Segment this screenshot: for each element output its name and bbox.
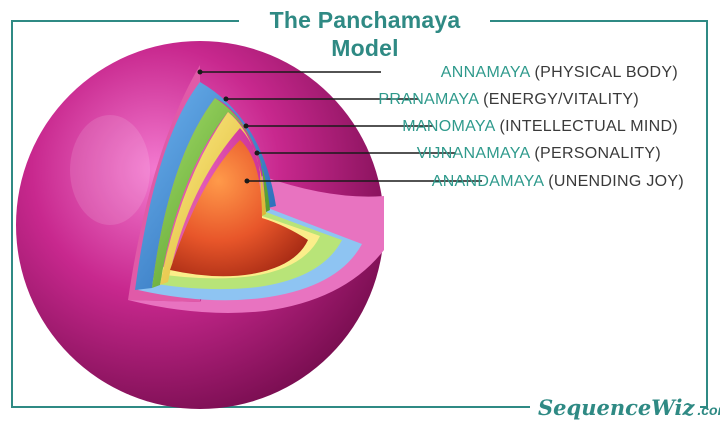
border-frame xyxy=(11,20,708,408)
label-annamaya: ANNAMAYA (PHYSICAL BODY) xyxy=(441,63,678,83)
anandamaya-core xyxy=(170,140,308,277)
layer-name: PRANAMAYA xyxy=(378,91,479,108)
layer-desc: (PHYSICAL BODY) xyxy=(534,64,678,81)
label-pranamaya: PRANAMAYA (ENERGY/VITALITY) xyxy=(378,90,639,110)
leader-dot-vijnanamaya xyxy=(254,150,260,156)
shell-blue xyxy=(135,82,276,290)
layer-desc: (INTELLECTUAL MIND) xyxy=(499,118,678,135)
frame-top-right xyxy=(490,20,708,22)
leader-dot-anandamaya xyxy=(244,178,250,184)
label-anandamaya: ANANDAMAYA (UNENDING JOY) xyxy=(432,172,684,192)
layer-desc: (PERSONALITY) xyxy=(534,145,661,162)
page-title: The Panchamaya Model xyxy=(240,6,490,62)
layer-desc: (ENERGY/VITALITY) xyxy=(483,91,639,108)
shell-yellow xyxy=(160,112,266,285)
layer-name: ANANDAMAYA xyxy=(431,173,544,190)
layer-name: ANNAMAYA xyxy=(440,64,530,81)
label-manomaya: MANOMAYA (INTELLECTUAL MIND) xyxy=(402,117,678,137)
layer-desc: (UNENDING JOY) xyxy=(548,173,684,190)
leader-dot-pranamaya xyxy=(223,96,229,102)
sequencewiz-logo: SequenceWiz.com xyxy=(530,393,720,425)
sphere-highlight xyxy=(70,115,150,225)
logo-brand: SequenceWiz.com xyxy=(538,395,720,420)
shell-green xyxy=(152,98,270,288)
layer-name: VIJNANAMAYA xyxy=(416,145,530,162)
label-vijnanamaya: VIJNANAMAYA (PERSONALITY) xyxy=(417,144,661,164)
frame-top-left xyxy=(11,20,239,22)
logo-brand-text: SequenceWiz xyxy=(538,395,695,420)
leader-dot-annamaya xyxy=(197,69,203,75)
logo-domain: .com xyxy=(697,402,720,418)
layer-name: MANOMAYA xyxy=(402,118,495,135)
leader-dot-manomaya xyxy=(243,123,249,129)
